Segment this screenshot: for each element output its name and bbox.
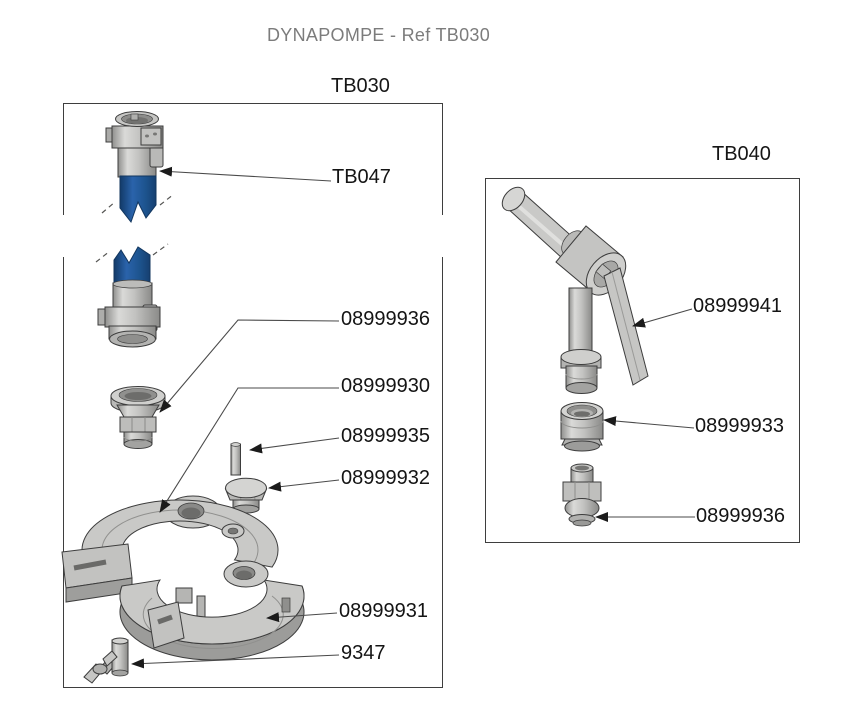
section-title-tb030: TB030 [331,75,390,97]
part-label-08999936-tb040: 08999936 [696,505,785,527]
document-title: DYNAPOMPE - Ref TB030 [267,25,491,45]
part-label-9347: 9347 [341,642,386,664]
part-label-08999933: 08999933 [695,415,784,437]
section-box-tb040 [485,178,800,543]
part-label-08999941: 08999941 [693,295,782,317]
section-box-tb030-upper [63,103,443,215]
part-label-08999936: 08999936 [341,308,430,330]
part-label-tb047: TB047 [332,166,391,188]
part-label-08999930: 08999930 [341,375,430,397]
part-label-08999931: 08999931 [339,600,428,622]
part-label-08999932: 08999932 [341,467,430,489]
part-label-08999935: 08999935 [341,425,430,447]
section-title-tb040: TB040 [712,143,771,165]
section-box-tb030-lower [63,257,443,688]
